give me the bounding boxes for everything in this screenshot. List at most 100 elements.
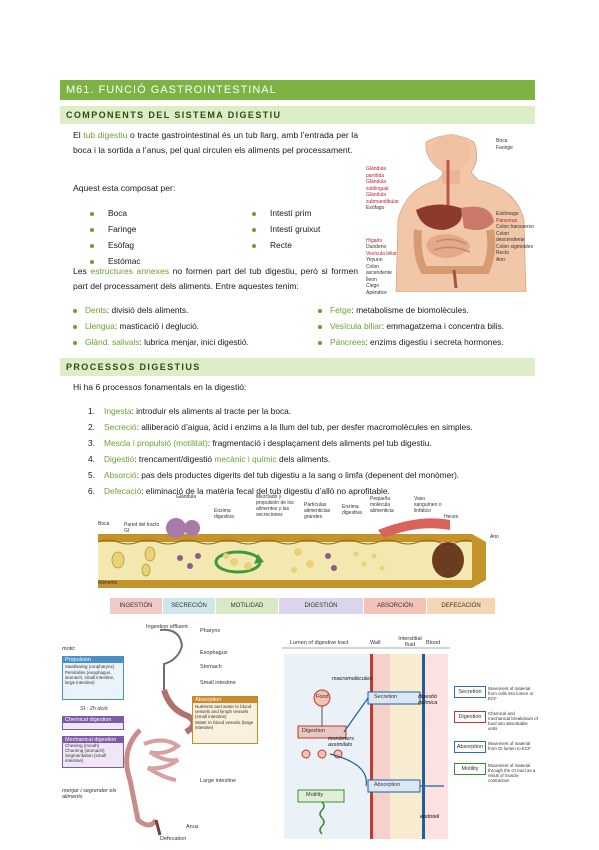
organ-list-col1: Boca Faringe Esòfag Estómac (90, 205, 141, 269)
intro-paragraph: El tub digestiu o tracte gastrointestina… (73, 128, 358, 158)
list-item: Recte (252, 237, 320, 253)
label-pharynx: Pharynx (200, 628, 221, 634)
bullet-icon (73, 308, 77, 313)
label-stomach: Stomach (200, 664, 222, 670)
propulsion-box: Propulsion Swallowing (oropharynx) Peris… (62, 656, 124, 700)
handwritten-note: endoteli (420, 814, 440, 820)
label-heces: Heces (444, 514, 459, 520)
list-item: Llengua: masticació i deglució. (73, 318, 249, 334)
annex-list-right: Fetge: metabolisme de biomolècules. Vesí… (318, 302, 504, 350)
label-vaso: Vaso sanguíneo o linfático (414, 496, 442, 514)
bullet-icon (90, 227, 94, 232)
intro-pre: El (73, 130, 84, 140)
list-item: Dents: divisió dels aliments. (73, 302, 249, 318)
gi-tract-overview-figure: Ingestion effluent Pharynx Esophagus Sto… (60, 620, 260, 845)
bullet-icon (90, 211, 94, 216)
bullet-icon (318, 340, 322, 345)
band-secrecion: SECRECIÓN (163, 598, 215, 614)
label-anus: Anus (186, 824, 199, 830)
label-ingestion: Ingestion effluent (146, 624, 188, 630)
composition-text: Aquest esta composat per: (73, 183, 176, 193)
handwritten-note: monòmers assimilats (328, 736, 354, 748)
list-item: Faringe (90, 221, 141, 237)
tube-illustration (97, 518, 486, 588)
organ-list-col2: Intestí prim Intestí gruixut Recte (252, 205, 320, 253)
annex-paragraph: Les estructures annexes no formen part d… (73, 266, 359, 291)
gi-functions-illustration (282, 647, 450, 839)
label-pared: Pared del tracto GI (124, 522, 160, 534)
header-lumen: Lumen of digestive tract (290, 640, 349, 646)
legend-item: Digestion Chemical and mechanical breakd… (454, 711, 538, 731)
list-item: 6.Defecació: eliminació de la matèria fe… (88, 486, 390, 496)
section-processes-title: PROCESSOS DIGESTIUS (60, 358, 535, 376)
section-components-title: COMPONENTS DEL SISTEMA DIGESTIU (60, 106, 535, 124)
legend-item: Secretion Movement of material from cell… (454, 686, 538, 701)
list-item: Intestí prim (252, 205, 320, 221)
list-item: 2.Secreció: alliberació d’aigua, àcid i … (88, 422, 473, 432)
list-item: 5.Absorció: pas dels productes digerits … (88, 470, 460, 480)
list-item: Glànd. salivals: lubrica menjar, inici d… (73, 334, 249, 350)
list-item: Intestí gruixut (252, 221, 320, 237)
band-motilidad: MOTILIDAD (216, 598, 278, 614)
label-ano: Ano (490, 534, 499, 540)
legend-item: Motility Movement of material through th… (454, 763, 538, 783)
handwritten-note: menjar i segrender els aliments (62, 788, 117, 800)
anatomy-labels-right: Boca Faringe Estómago Páncreas Colon tra… (496, 138, 534, 263)
anatomy-illustration (366, 130, 536, 293)
band-defecacion: DEFECACIÓN (427, 598, 495, 614)
bullet-icon (318, 308, 322, 313)
digestive-processes-diagram: Boca Pared del tracto GI Glándula Enzima… (97, 494, 502, 618)
list-item: Esòfag (90, 237, 141, 253)
absorption-box: Absorption Nutrients and water to blood … (192, 696, 258, 744)
label-particulas: Partículas alimenticias grandes (304, 502, 331, 520)
list-item: Fetge: metabolisme de biomolècules. (318, 302, 504, 318)
band-ingestion: INGESTIÓN (110, 598, 162, 614)
bullet-icon (73, 340, 77, 345)
label-large-intestine: Large intestine (200, 778, 237, 784)
list-item: Vesícula biliar: emmagatzema i concentra… (318, 318, 504, 334)
list-item: 4.Digestió: trencament/digestió mecànic … (88, 454, 331, 464)
label-defecation: Defecation (160, 836, 187, 842)
anatomy-labels-left: Glándula parótida Glándula sublingual Gl… (366, 166, 399, 296)
list-item: 1.Ingesta: introduir els aliments al tra… (88, 406, 292, 416)
list-item: Estómac (90, 253, 141, 269)
label-glandula: Glándula (176, 494, 197, 500)
digestive-anatomy-figure: Glándula parótida Glándula sublingual Gl… (366, 130, 536, 296)
bullet-icon (90, 259, 94, 264)
band-digestion: DIGESTIÓN (279, 598, 363, 614)
legend-item: Absorption Movement of material from GI … (454, 741, 538, 753)
handwritten-note: digestió química (418, 694, 438, 706)
page-title: M61. FUNCIÓ GASTROINTESTINAL (60, 80, 535, 100)
label-small-intestine: Small intestine (200, 680, 236, 686)
label-enzima-2: Enzima digestiva (342, 504, 362, 516)
node-secretion: Secretion (374, 694, 398, 700)
label-pequena-molecula: Pequeña molécula alimenticia (370, 496, 394, 514)
processes-intro: Hi ha 6 processos fonamentals en la dige… (73, 382, 247, 392)
intro-post: o tracte gastrointestinal és un tub llar… (73, 130, 358, 155)
handwritten-note: SI : 2h dció (80, 706, 108, 712)
node-absorption: Absorption (374, 782, 401, 788)
node-food: Food (316, 694, 329, 700)
list-item: Páncrees: enzims digestiu i secreta horm… (318, 334, 504, 350)
label-boca: Boca (98, 521, 110, 527)
bullet-icon (252, 243, 256, 248)
bullet-icon (90, 243, 94, 248)
bullet-icon (252, 227, 256, 232)
processes-list: 1.Ingesta: introduir els aliments al tra… (88, 403, 538, 499)
bullet-icon (73, 324, 77, 329)
node-digestion: Digestion (302, 728, 325, 734)
header-interstitial: Interstitial fluid (398, 636, 422, 648)
header-blood: Blood (426, 640, 441, 646)
mechanical-digestion-box: Mechanical digestion Chewing (mouth) Chu… (62, 736, 124, 768)
gi-tract-illustration (124, 628, 197, 836)
header-wall: Wall (370, 640, 381, 646)
functions-legend: Secretion Movement of material from cell… (454, 686, 538, 783)
intro-term: tub digestiu (83, 130, 128, 140)
label-esophagus: Esophagus (200, 650, 228, 656)
label-mezclado: Mezclado y propulsión de los alimentos y… (256, 494, 294, 518)
annex-list-left: Dents: divisió dels aliments. Llengua: m… (73, 302, 249, 350)
gi-functions-figure: Lumen of digestive tract Wall Interstiti… (270, 636, 538, 841)
label-alimento: Alimento (98, 580, 118, 586)
handwritten-note: macromolècules (332, 676, 373, 682)
chemical-digestion-box: Chemical digestion (62, 716, 124, 730)
